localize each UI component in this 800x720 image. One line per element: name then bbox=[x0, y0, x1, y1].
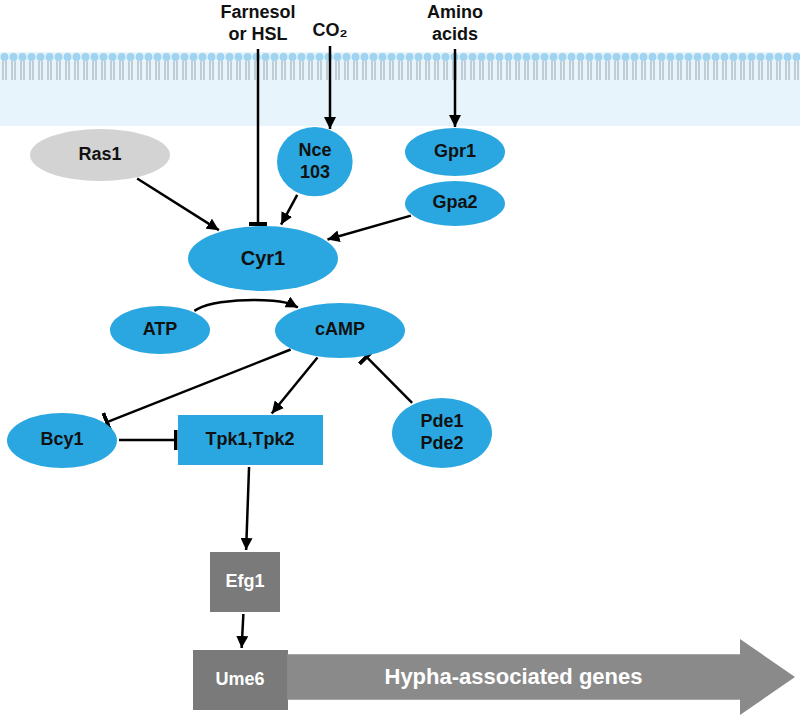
node-label: Pde1 Pde2 bbox=[416, 411, 468, 454]
enzyme-ellipse: Cyr1 bbox=[188, 226, 338, 291]
protein-ellipse: Bcy1 bbox=[7, 413, 117, 468]
activation-connector bbox=[272, 358, 318, 414]
node-label: Nce 103 bbox=[294, 140, 336, 183]
protein-ellipse: Nce 103 bbox=[277, 127, 353, 196]
factor-box: Efg1 bbox=[210, 552, 280, 612]
node-label: Ume6 bbox=[215, 669, 264, 691]
signal-arrow bbox=[329, 46, 332, 129]
inhibition-line bbox=[257, 49, 260, 224]
inhibition-connector bbox=[367, 357, 413, 403]
activation-connector bbox=[327, 216, 410, 240]
inhibition-connector bbox=[107, 350, 291, 423]
node-label: Cyr1 bbox=[241, 246, 285, 270]
molecule-ellipse: cAMP bbox=[275, 303, 405, 358]
signal-arrow bbox=[454, 49, 457, 127]
node-label: Hypha-associated genes bbox=[385, 664, 643, 690]
node-label: cAMP bbox=[315, 319, 365, 341]
inhibition-connector bbox=[119, 439, 176, 442]
factor-box: Ume6 bbox=[193, 650, 288, 710]
activation-connector bbox=[281, 195, 297, 225]
node-label: ATP bbox=[143, 319, 178, 341]
signal-label: CO₂ bbox=[313, 20, 348, 42]
activation-connector bbox=[246, 467, 249, 550]
enzyme-ellipse: Pde1 Pde2 bbox=[392, 398, 492, 468]
protein-ellipse: Gpa2 bbox=[405, 181, 505, 226]
protein-ellipse: Ras1 bbox=[30, 129, 170, 181]
receptor-ellipse: Gpr1 bbox=[405, 128, 505, 176]
node-label: Ras1 bbox=[78, 144, 121, 166]
molecule-ellipse: ATP bbox=[110, 306, 210, 354]
activation-connector bbox=[194, 300, 298, 311]
gene-arrow: Hypha-associated genes bbox=[287, 639, 795, 715]
signal-label: Amino acids bbox=[414, 2, 496, 45]
node-label: Bcy1 bbox=[40, 429, 83, 451]
signal-label: Farnesol or HSL bbox=[212, 2, 304, 45]
node-label: Efg1 bbox=[225, 571, 264, 593]
lipid-bilayer bbox=[0, 52, 800, 126]
activation-connector bbox=[242, 614, 244, 648]
kinase-box: Tpk1,Tpk2 bbox=[178, 415, 323, 465]
node-label: Gpa2 bbox=[432, 192, 477, 214]
node-label: Gpr1 bbox=[434, 141, 476, 163]
activation-connector bbox=[137, 178, 219, 230]
node-label: Tpk1,Tpk2 bbox=[205, 429, 294, 451]
